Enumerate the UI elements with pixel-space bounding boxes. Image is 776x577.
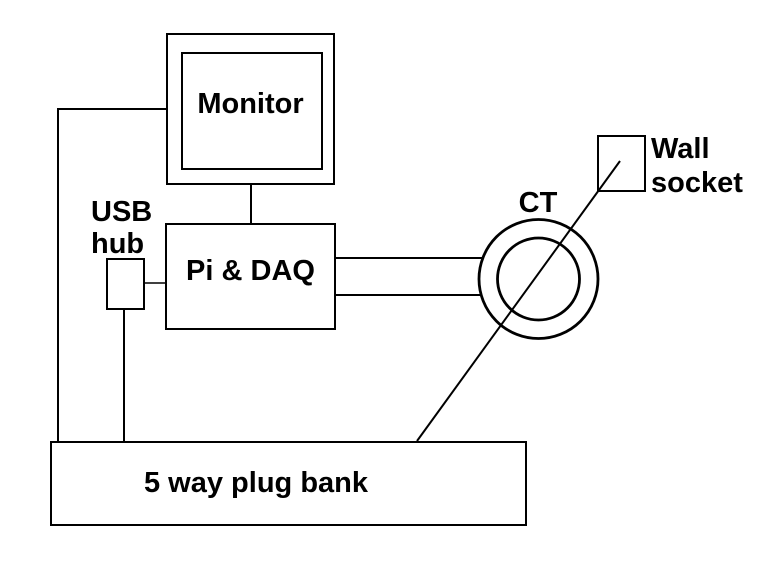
plug-bank-box: [50, 441, 527, 526]
wall-socket-box: [597, 135, 646, 192]
pi-daq-label: Pi & DAQ: [186, 255, 315, 287]
wall-socket-label: Wall socket: [651, 133, 743, 199]
wire-plugbank-to-monitor: [57, 108, 166, 441]
ct-inner-ring: [496, 236, 581, 322]
monitor-screen: [181, 52, 323, 170]
usb-hub-label: USB hub: [91, 196, 153, 260]
wire-mains-wallsocket-to-plugbank: [416, 160, 621, 442]
monitor-box: [166, 33, 335, 185]
ct-outer-ring: [477, 218, 600, 340]
plug-bank-label: 5 way plug bank: [144, 467, 368, 499]
usb-hub-box: [106, 258, 145, 310]
monitor-label: Monitor: [197, 88, 304, 120]
pi-daq-box: [165, 223, 336, 330]
ct-label: CT: [518, 187, 558, 219]
